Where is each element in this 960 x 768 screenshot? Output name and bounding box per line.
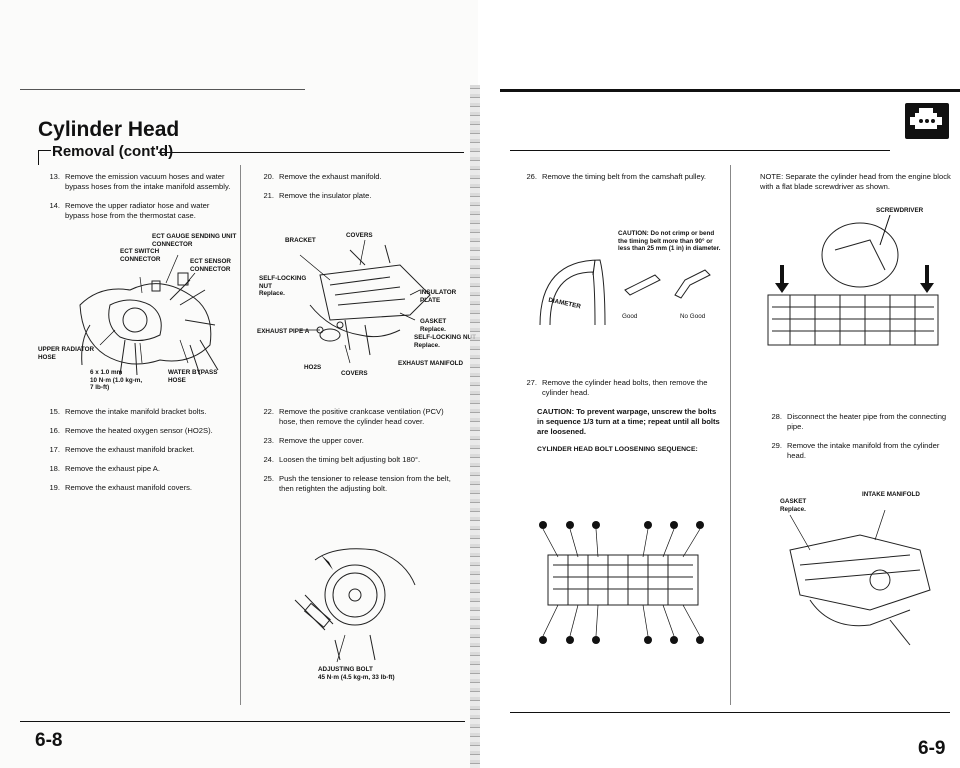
step-21: 21.Remove the insulator plate. — [263, 191, 372, 200]
label-covers-bottom: COVERS — [341, 370, 368, 377]
steps-22-25: 22.Remove the positive crankcase ventila… — [252, 407, 457, 503]
label-covers-top: COVERS — [346, 232, 373, 239]
step-22: 22.Remove the positive crankcase ventila… — [263, 407, 444, 426]
step-15: 15.Remove the intake manifold bracket bo… — [49, 407, 207, 416]
steps-13-14: 13.Remove the emission vacuum hoses and … — [38, 172, 234, 230]
sub-rule-right — [510, 150, 890, 152]
label-gasket-replace: GASKET Replace. — [780, 498, 807, 513]
label-adjusting-bolt: ADJUSTING BOLT 45 N·m (4.5 kg-m, 33 lb-f… — [318, 666, 395, 681]
step-29: 29.Remove the intake manifold from the c… — [771, 441, 940, 460]
top-rule-left — [20, 89, 305, 90]
label-bolt-spec: 6 x 1.0 mm 10 N·m (1.0 kg-m, 7 lb-ft) — [90, 369, 143, 391]
step-28: 28.Disconnect the heater pipe from the c… — [771, 412, 947, 431]
timing-belt-bend-figure — [539, 259, 711, 326]
column-divider — [240, 165, 241, 705]
label-exhaust-manifold: EXHAUST MANIFOLD — [398, 360, 464, 367]
label-no-good: No Good — [680, 313, 706, 320]
timing-belt-adjusting-bolt-figure — [294, 548, 416, 663]
screwdriver-figure — [767, 215, 939, 346]
steps-15-19: 15.Remove the intake manifold bracket bo… — [38, 407, 234, 502]
head-bolt-sequence-figure — [539, 521, 704, 644]
label-upper-radiator-hose: UPPER RADIATOR HOSE — [38, 346, 95, 361]
step-20: 20.Remove the exhaust manifold. — [263, 172, 382, 181]
step-18: 18.Remove the exhaust pipe A. — [49, 464, 160, 473]
label-exhaust-pipe-a: EXHAUST PIPE A — [257, 328, 310, 335]
steps-28-29: 28.Disconnect the heater pipe from the c… — [760, 412, 955, 470]
page-subtitle: Removal (cont'd) — [52, 143, 174, 160]
label-insulator-plate: INSULATOR PLATE — [420, 289, 457, 304]
label-bracket: BRACKET — [285, 237, 316, 244]
bottom-rule-right — [510, 712, 950, 714]
label-water-bypass-hose: WATER BYPASS HOSE — [168, 369, 218, 384]
label-gasket: GASKET Replace. — [420, 318, 447, 333]
bottom-rule-left — [20, 721, 465, 723]
page-title: Cylinder Head — [38, 118, 180, 141]
step-16: 16.Remove the heated oxygen sensor (HO2S… — [49, 426, 213, 435]
label-ho2s: HO2S — [304, 364, 322, 371]
step-26: 26.Remove the timing belt from the camsh… — [526, 172, 707, 181]
label-ect-sensor: ECT SENSOR CONNECTOR — [190, 258, 231, 273]
sequence-title: CYLINDER HEAD BOLT LOOSENING SEQUENCE: — [537, 446, 698, 453]
subtitle-rule — [158, 152, 464, 154]
ect-connectors-figure — [79, 254, 219, 376]
step-26-text: 26.Remove the timing belt from the camsh… — [515, 172, 725, 191]
step-27-text: 27.Remove the cylinder head bolts, then … — [515, 378, 725, 455]
step-19: 19.Remove the exhaust manifold covers. — [49, 483, 193, 492]
caution-27: CAUTION: To prevent warpage, unscrew the… — [537, 407, 720, 436]
label-screwdriver: SCREWDRIVER — [876, 207, 924, 214]
label-ect-gauge: ECT GAUGE SENDING UNIT CONNECTOR — [152, 233, 237, 248]
steps-20-21: 20.Remove the exhaust manifold. 21.Remov… — [252, 172, 457, 210]
top-rule-right — [500, 89, 960, 92]
label-intake-manifold: INTAKE MANIFOLD — [862, 491, 920, 498]
left-page: Cylinder Head Removal (cont'd) 13.Remove… — [0, 0, 478, 768]
exhaust-manifold-figure — [299, 239, 431, 364]
step-23: 23.Remove the upper cover. — [263, 436, 364, 445]
page-number-left: 6-8 — [35, 730, 63, 751]
subtitle-bracket — [38, 150, 51, 165]
belt-caution: CAUTION: Do not crimp or bend the timing… — [618, 230, 721, 252]
step-24: 24.Loosen the timing belt adjusting bolt… — [263, 455, 421, 464]
label-ect-switch: ECT SWITCH CONNECTOR — [120, 248, 161, 263]
label-self-locking-nut-2: SELF-LOCKING NUT Replace. — [414, 334, 476, 349]
label-self-locking-nut: SELF-LOCKING NUT Replace. — [259, 275, 307, 297]
label-good: Good — [622, 313, 638, 320]
separation-note: NOTE: Separate the cylinder head from th… — [760, 172, 951, 191]
step-14: 14.Remove the upper radiator hose and wa… — [49, 201, 210, 220]
column-divider-right — [730, 165, 731, 705]
step-25: 25.Push the tensioner to release tension… — [263, 474, 451, 493]
right-page: 6-9 — [480, 0, 960, 768]
page-number-right: 6-9 — [918, 738, 946, 759]
step-27: 27.Remove the cylinder head bolts, then … — [526, 378, 708, 397]
step-17: 17.Remove the exhaust manifold bracket. — [49, 445, 195, 454]
engine-icon — [910, 108, 942, 129]
step-13: 13.Remove the emission vacuum hoses and … — [49, 172, 231, 191]
engine-section-badge — [905, 103, 949, 139]
intake-manifold-figure — [789, 510, 931, 646]
